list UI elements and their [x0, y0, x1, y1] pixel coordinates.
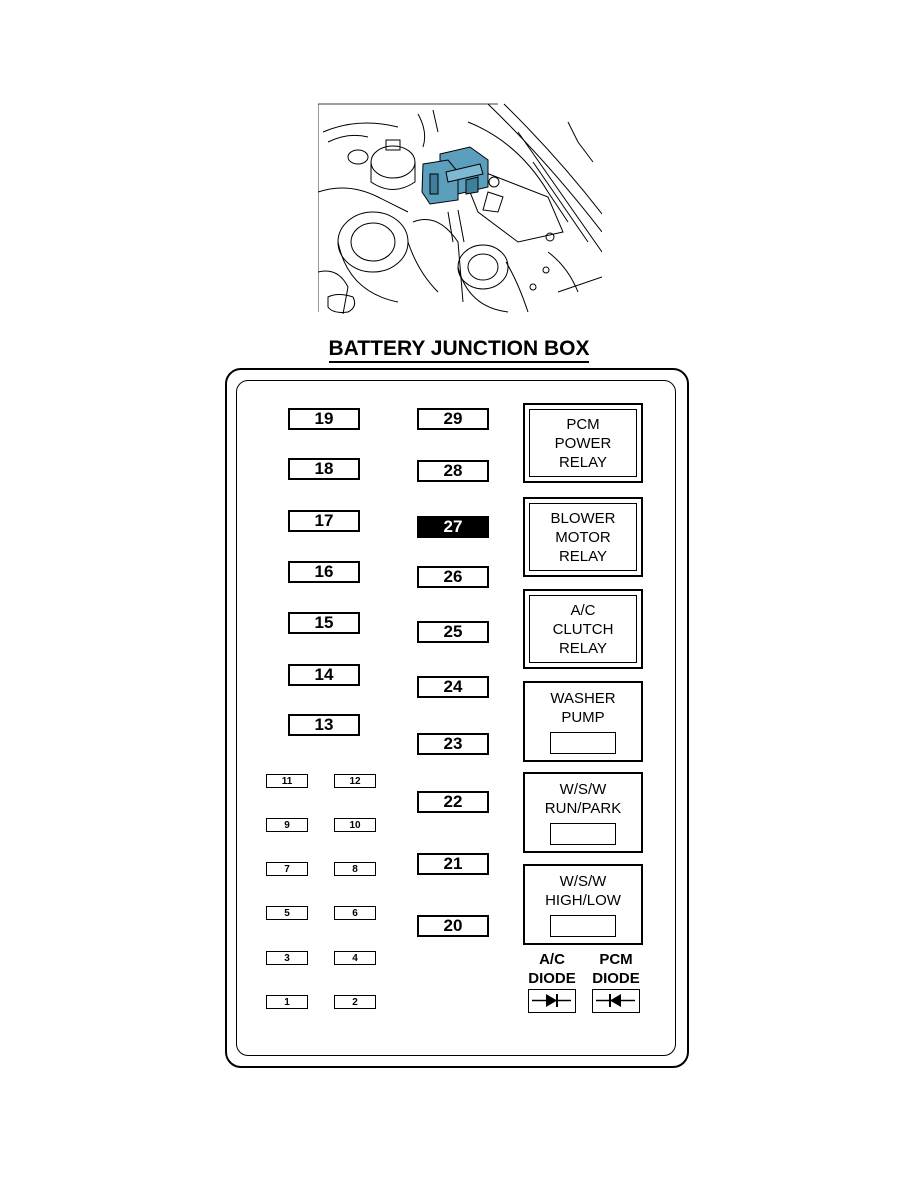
component-label-line: PUMP — [561, 709, 605, 726]
diode-icon — [532, 994, 571, 1007]
fuse-29: 29 — [417, 408, 489, 430]
fuse-8: 8 — [334, 862, 376, 876]
relay-label-line: RELAY — [558, 639, 608, 657]
diagram-title: BATTERY JUNCTION BOX — [300, 336, 618, 363]
diode-label-line: DIODE — [528, 970, 576, 987]
diode-label: A/C DIODE — [520, 950, 584, 988]
relay-label-line: CLUTCH — [552, 620, 614, 638]
diode-icon — [596, 994, 635, 1007]
component-label-line: RUN/PARK — [544, 800, 622, 817]
fuse-18: 18 — [288, 458, 360, 480]
fuse-26: 26 — [417, 566, 489, 588]
fuse-15: 15 — [288, 612, 360, 634]
component-0 — [523, 681, 643, 762]
component-label-line: HIGH/LOW — [545, 892, 621, 909]
relay-outer-box — [523, 403, 643, 483]
relay-label-line: RELAY — [558, 453, 608, 471]
fuse-9: 9 — [266, 818, 308, 832]
engine-bay-illustration — [318, 103, 602, 314]
fuse-19: 19 — [288, 408, 360, 430]
fuse-24: 24 — [417, 676, 489, 698]
fuse-12: 12 — [334, 774, 376, 788]
relay-label-line: A/C — [570, 601, 596, 619]
component-slot — [550, 732, 616, 754]
diode-label-line: PCM — [599, 951, 633, 968]
relay-outer-box — [523, 497, 643, 577]
diode-symbol — [592, 989, 640, 1013]
fuse-1: 1 — [266, 995, 308, 1009]
component-2 — [523, 864, 643, 945]
fuse-3: 3 — [266, 951, 308, 965]
relay-label-line: MOTOR — [555, 528, 611, 546]
relay-label-line: POWER — [554, 434, 612, 452]
junction-box-inner-outline — [236, 380, 676, 1056]
fuse-17: 17 — [288, 510, 360, 532]
component-label-line: WASHER — [550, 690, 616, 707]
fuse-10: 10 — [334, 818, 376, 832]
relay-label-line: BLOWER — [550, 509, 616, 527]
component-label: WASHER PUMP — [523, 689, 643, 727]
diode-label-line: A/C — [539, 951, 565, 968]
fuse-16: 16 — [288, 561, 360, 583]
fuse-27: 27 — [417, 516, 489, 538]
fuse-22: 22 — [417, 791, 489, 813]
component-label-line: W/S/W — [559, 873, 607, 890]
junction-box-outline — [225, 368, 689, 1068]
fuse-14: 14 — [288, 664, 360, 686]
fuse-5: 5 — [266, 906, 308, 920]
fuse-4: 4 — [334, 951, 376, 965]
fuse-28: 28 — [417, 460, 489, 482]
component-slot — [550, 915, 616, 937]
relay-label-line: RELAY — [558, 547, 608, 565]
fuse-20: 20 — [417, 915, 489, 937]
component-label-line: W/S/W — [559, 781, 607, 798]
diode-label-line: DIODE — [592, 970, 640, 987]
fuse-25: 25 — [417, 621, 489, 643]
fuse-21: 21 — [417, 853, 489, 875]
fuse-11: 11 — [266, 774, 308, 788]
diode-symbol — [528, 989, 576, 1013]
diode-label: PCM DIODE — [584, 950, 648, 988]
fuse-7: 7 — [266, 862, 308, 876]
component-slot — [550, 823, 616, 845]
component-label: W/S/W RUN/PARK — [523, 780, 643, 818]
relay-label-line: PCM — [566, 415, 600, 433]
fuse-6: 6 — [334, 906, 376, 920]
fuse-2: 2 — [334, 995, 376, 1009]
fuse-13: 13 — [288, 714, 360, 736]
component-label: W/S/W HIGH/LOW — [523, 872, 643, 910]
component-1 — [523, 772, 643, 853]
relay-outer-box — [523, 589, 643, 669]
fuse-23: 23 — [417, 733, 489, 755]
